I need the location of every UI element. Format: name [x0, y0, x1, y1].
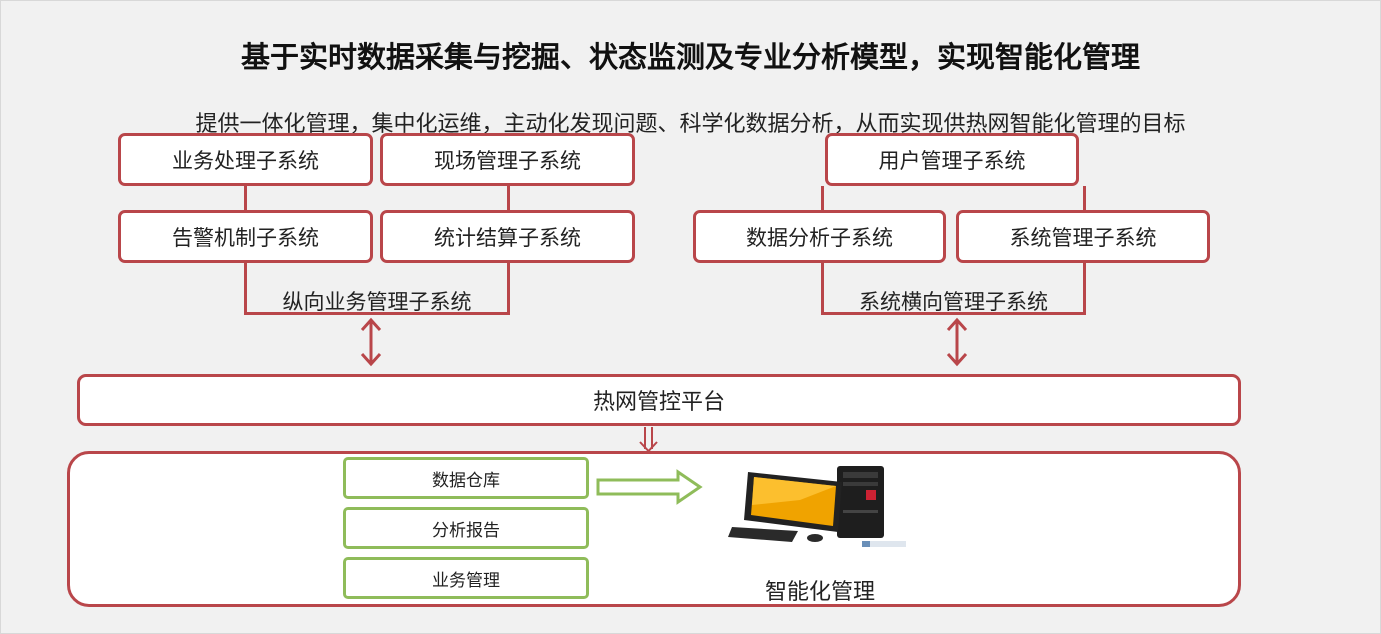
double-arrow-icon: [360, 317, 382, 367]
box-statistics-settlement: 统计结算子系统: [380, 210, 635, 263]
item-business-management: 业务管理: [343, 557, 589, 599]
diagram-subtitle: 提供一体化管理，集中化运维，主动化发现问题、科学化数据分析，从而实现供热网智能化…: [195, 112, 1186, 137]
box-data-analysis: 数据分析子系统: [693, 210, 946, 263]
down-connector-icon: [639, 427, 658, 453]
platform-box: 热网管控平台: [77, 374, 1241, 426]
right-group-label: 系统横向管理子系统: [859, 290, 1048, 314]
smart-management-label: 智能化管理: [764, 580, 875, 605]
box-system-management: 系统管理子系统: [956, 210, 1210, 263]
item-analysis-report: 分析报告: [343, 507, 589, 549]
bottom-panel: [67, 451, 1241, 607]
item-data-warehouse: 数据仓库: [343, 457, 589, 499]
box-business-processing: 业务处理子系统: [118, 133, 373, 186]
diagram-title: 基于实时数据采集与挖掘、状态监测及专业分析模型，实现智能化管理: [240, 40, 1140, 74]
left-group-label: 纵向业务管理子系统: [282, 290, 472, 314]
double-arrow-icon: [946, 317, 968, 367]
box-alarm-mechanism: 告警机制子系统: [118, 210, 373, 263]
box-user-management: 用户管理子系统: [825, 133, 1079, 186]
box-site-management: 现场管理子系统: [380, 133, 635, 186]
right-arrow-icon: [596, 469, 703, 505]
computer-icon: [728, 466, 906, 547]
